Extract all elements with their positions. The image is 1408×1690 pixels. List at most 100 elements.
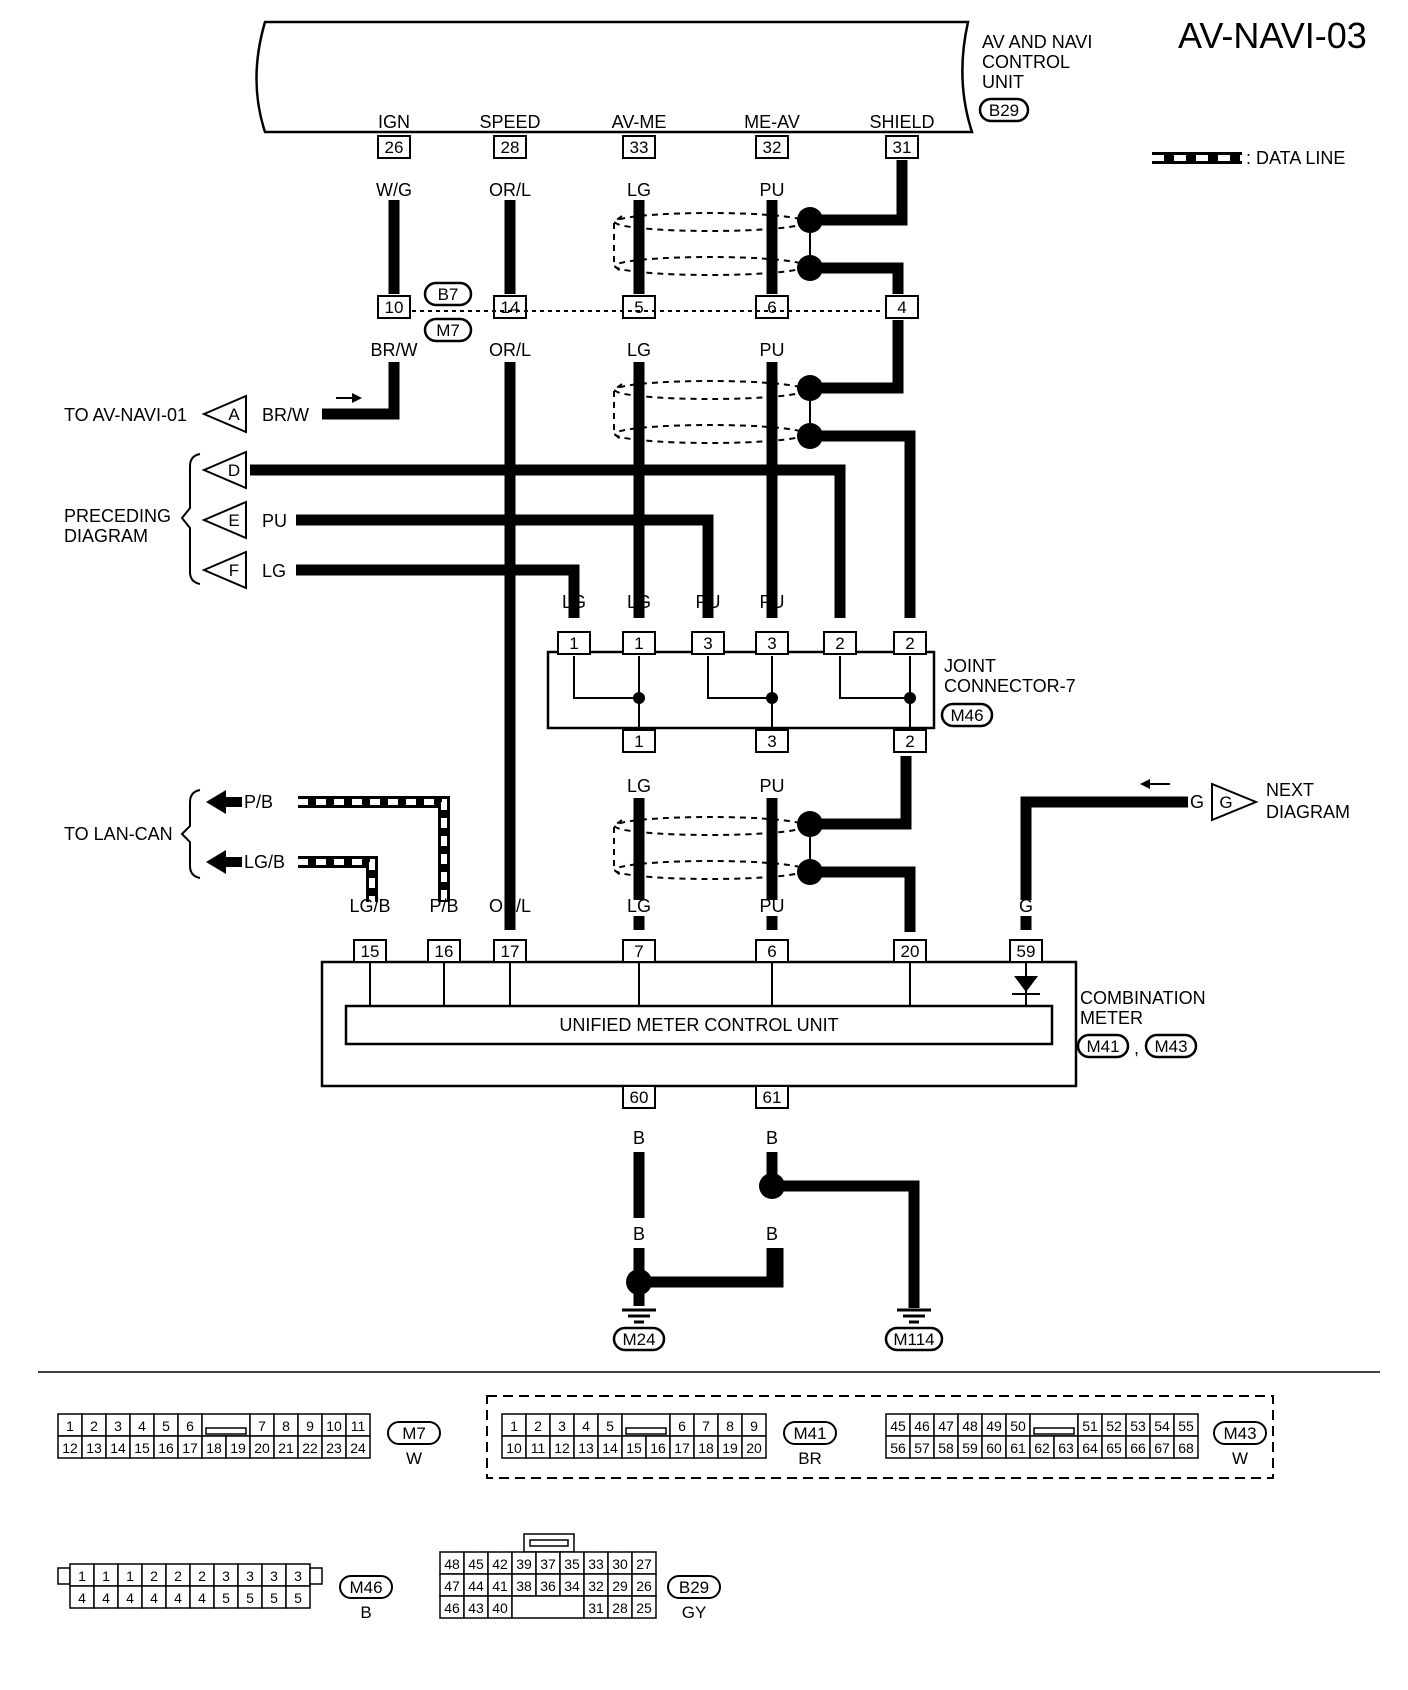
connector-letter-a: A bbox=[228, 405, 240, 424]
m43-color: W bbox=[1232, 1449, 1248, 1468]
b29-pin-label: 38 bbox=[516, 1578, 532, 1594]
b29-color: GY bbox=[682, 1603, 707, 1622]
m46-pin-label: 4 bbox=[126, 1590, 134, 1606]
m41-pin-label: 9 bbox=[750, 1418, 758, 1434]
m46-pin-label: 4 bbox=[198, 1590, 206, 1606]
m46-latch-left bbox=[57, 1567, 71, 1585]
m7-pin-label: 5 bbox=[162, 1418, 170, 1434]
m43-pin-label: 48 bbox=[962, 1418, 978, 1434]
m41-pin-label: 13 bbox=[578, 1440, 594, 1456]
b29-pin-label: 33 bbox=[588, 1556, 604, 1572]
m41-pin-label: 18 bbox=[698, 1440, 714, 1456]
cm-wire-pu: PU bbox=[759, 896, 784, 916]
jc-bottom-pin-1: 1 bbox=[634, 732, 643, 751]
cm-pin-61: 61 bbox=[763, 1088, 782, 1107]
m43-pin-label: 46 bbox=[914, 1418, 930, 1434]
cm-pin-17: 17 bbox=[501, 942, 520, 961]
m46-id: M46 bbox=[349, 1578, 382, 1597]
pin-28: 28 bbox=[501, 138, 520, 157]
wire-color-lg-mid: LG bbox=[627, 340, 651, 360]
data-line-legend: : DATA LINE bbox=[1152, 148, 1345, 168]
cm-wire-lgb: LG/B bbox=[349, 896, 390, 916]
m7-pin-label: 1 bbox=[66, 1418, 74, 1434]
jpin-10: 10 bbox=[385, 298, 404, 317]
m41-pin-label: 14 bbox=[602, 1440, 618, 1456]
m46-pin-label: 5 bbox=[246, 1590, 254, 1606]
page-title: AV-NAVI-03 bbox=[1178, 15, 1367, 56]
cm-pin-16: 16 bbox=[435, 942, 454, 961]
cm-connector-separator: , bbox=[1134, 1038, 1139, 1058]
jc-bottom-pin-2: 2 bbox=[905, 732, 914, 751]
m43-pin-label: 59 bbox=[962, 1440, 978, 1456]
m7-pin-label: 19 bbox=[230, 1440, 246, 1456]
m7-pin-label: 15 bbox=[134, 1440, 150, 1456]
cm-pin-59: 59 bbox=[1017, 942, 1036, 961]
b29-pin-label: 36 bbox=[540, 1578, 556, 1594]
b29-pin-label: 32 bbox=[588, 1578, 604, 1594]
m41-pin-label: 15 bbox=[626, 1440, 642, 1456]
m43-pin-label: 45 bbox=[890, 1418, 906, 1434]
wire-color-pb-left: P/B bbox=[244, 792, 273, 812]
gnd-wire-b2: B bbox=[766, 1128, 778, 1148]
wire-color-brw: BR/W bbox=[371, 340, 418, 360]
m41-pin-label: 4 bbox=[582, 1418, 590, 1434]
cm-connector-m43: M43 bbox=[1154, 1037, 1187, 1056]
cm-wire-pb: P/B bbox=[429, 896, 458, 916]
m7-pin-label: 23 bbox=[326, 1440, 342, 1456]
jc-top-pin-2b: 2 bbox=[905, 634, 914, 653]
lan-can-lines: TO LAN-CAN P/B LG/B bbox=[64, 789, 450, 902]
m43-pin-label: 50 bbox=[1010, 1418, 1026, 1434]
av-navi-unit-label-2: CONTROL bbox=[982, 52, 1070, 72]
b29-pin-label: 43 bbox=[468, 1600, 484, 1616]
jc-label-1: JOINT bbox=[944, 656, 996, 676]
b29-pin-label: 47 bbox=[444, 1578, 460, 1594]
b29-pin-label: 41 bbox=[492, 1578, 508, 1594]
m46-pin-label: 4 bbox=[102, 1590, 110, 1606]
connector-id-m7: M7 bbox=[436, 321, 460, 340]
m46-pin-label: 1 bbox=[102, 1568, 110, 1584]
m7-pin-label: 8 bbox=[282, 1418, 290, 1434]
ground-m24: M24 bbox=[622, 1330, 655, 1349]
unified-meter-control-unit: UNIFIED METER CONTROL UNIT bbox=[559, 1015, 838, 1035]
jc-bottom-wire-lg: LG bbox=[627, 776, 651, 796]
cm-wire-lg: LG bbox=[627, 896, 651, 916]
b29-pin-label: 45 bbox=[468, 1556, 484, 1572]
m43-pin-label: 56 bbox=[890, 1440, 906, 1456]
m43-pin-label: 55 bbox=[1178, 1418, 1194, 1434]
m7-latch-icon bbox=[205, 1427, 247, 1435]
m46-pin-label: 5 bbox=[222, 1590, 230, 1606]
m41-cell bbox=[741, 1435, 767, 1459]
m41-pin-label: 19 bbox=[722, 1440, 738, 1456]
jpin-6: 6 bbox=[767, 298, 776, 317]
wire-color-pu-left: PU bbox=[262, 511, 287, 531]
jc-bottom-pin-3: 3 bbox=[767, 732, 776, 751]
m43-pin-label: 64 bbox=[1082, 1440, 1098, 1456]
m46-pin-label: 3 bbox=[294, 1568, 302, 1584]
pin-33: 33 bbox=[630, 138, 649, 157]
to-av-navi-01-label: TO AV-NAVI-01 bbox=[64, 405, 187, 425]
joint-connector-7: 1 1 3 3 2 2 1 3 2 JOINT CONNECTOR-7 M46 bbox=[546, 631, 1076, 753]
cm-connector-m41: M41 bbox=[1086, 1037, 1119, 1056]
m41-pin-label: 3 bbox=[558, 1418, 566, 1434]
m46-pin-label: 4 bbox=[174, 1590, 182, 1606]
cm-pin-6: 6 bbox=[767, 942, 776, 961]
data-line-legend-label: : DATA LINE bbox=[1246, 148, 1345, 168]
gnd-wire-b4: B bbox=[766, 1224, 778, 1244]
m43-pin-label: 54 bbox=[1154, 1418, 1170, 1434]
m7-pin-label: 24 bbox=[350, 1440, 366, 1456]
m43-pin-label: 65 bbox=[1106, 1440, 1122, 1456]
m46-pin-label: 4 bbox=[150, 1590, 158, 1606]
av-navi-control-unit: AV AND NAVI CONTROL UNIT B29 IGN SPEED A… bbox=[255, 20, 1092, 134]
m43-pin-label: 47 bbox=[938, 1418, 954, 1434]
m7-pin-label: 2 bbox=[90, 1418, 98, 1434]
m43-pin-label: 49 bbox=[986, 1418, 1002, 1434]
wire-color-g-right: G bbox=[1190, 792, 1204, 812]
m7-pin-label: 11 bbox=[351, 1418, 366, 1434]
b29-pin-label: 34 bbox=[564, 1578, 580, 1594]
m46-pin-label: 3 bbox=[222, 1568, 230, 1584]
m41-pin-label: 10 bbox=[506, 1440, 522, 1456]
next-diagram-ref: G G NEXT DIAGRAM bbox=[1190, 780, 1350, 822]
